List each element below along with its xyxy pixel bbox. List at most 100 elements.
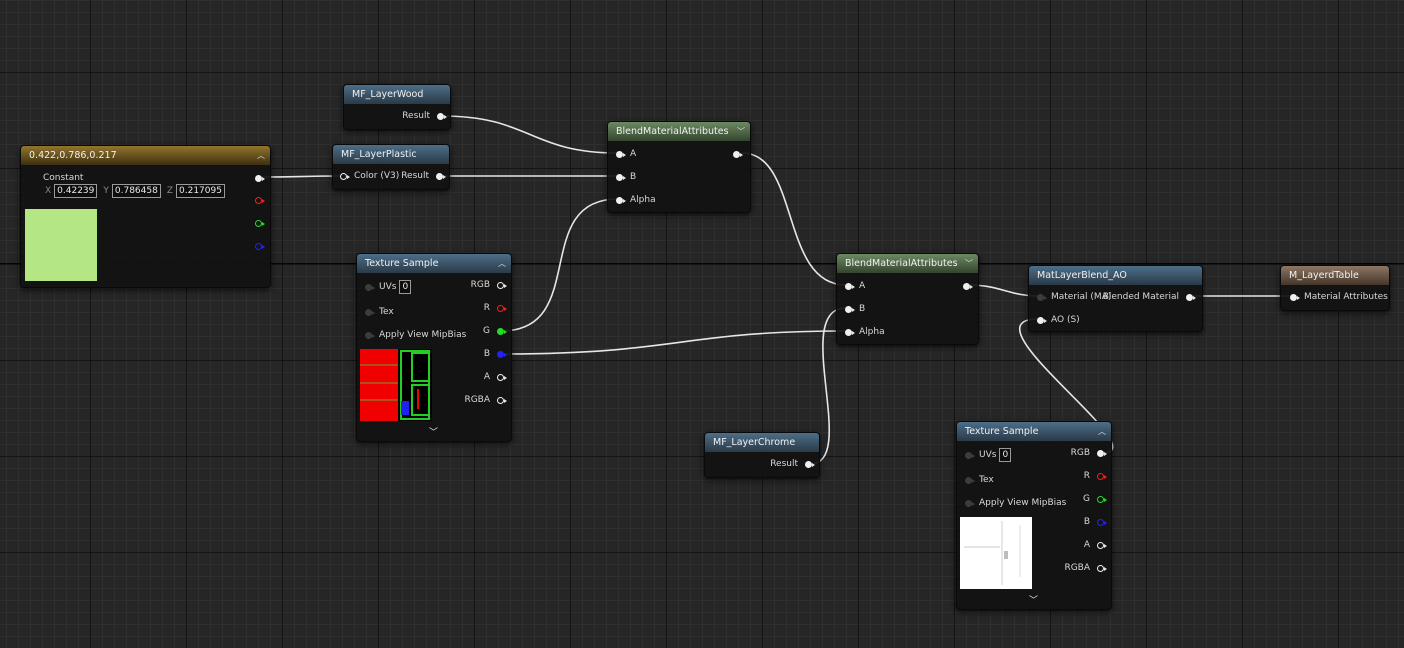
blend-material-attributes-node-2[interactable]: BlendMaterialAttributes ﹀ A B Alpha [836, 253, 979, 345]
texture-preview-1 [360, 349, 432, 421]
chevron-down-icon[interactable]: ﹀ [737, 127, 745, 136]
texture-sample-1-tex-pin[interactable]: Tex [365, 305, 394, 319]
color-v3-label: Color (V3) [354, 171, 400, 181]
texture-sample-1-a-pin[interactable]: A [483, 370, 507, 384]
texture-sample-2-tex-pin[interactable]: Tex [965, 473, 994, 487]
m-layerd-table-result-node[interactable]: M_LayerdTable Material Attributes [1280, 265, 1390, 311]
uvs-label: UVs [379, 282, 397, 292]
constant-output-g-pin[interactable] [248, 216, 265, 230]
blend-2-alpha-pin[interactable]: Alpha [845, 325, 885, 339]
texture-sample-2-rgba-pin[interactable]: RGBA [1064, 561, 1107, 575]
constant-output-r-pin[interactable] [248, 193, 265, 207]
wire-tex1-b-to-blend2-alpha[interactable] [500, 330, 847, 355]
uvs-value-field[interactable]: 0 [399, 280, 412, 294]
constant-vector-fields: X 0.42239 Y 0.786458 Z 0.217095 [45, 184, 225, 198]
g-label: G [1083, 494, 1090, 504]
texture-sample-2-mipbias-pin[interactable]: Apply View MipBias [965, 496, 1066, 510]
texture-sample-2-g-pin[interactable]: G [1083, 492, 1107, 506]
mf-layer-chrome-header[interactable]: MF_LayerChrome [705, 433, 819, 452]
texture-sample-1-title: Texture Sample [365, 258, 439, 269]
blend-2-output-pin[interactable] [956, 279, 973, 293]
mf-layer-plastic-color-pin[interactable]: Color (V3) [340, 169, 399, 183]
texture-sample-2-r-pin[interactable]: R [1083, 469, 1107, 483]
blend-2-a-pin[interactable]: A [845, 279, 865, 293]
texture-sample-1-rgb-pin[interactable]: RGB [471, 278, 507, 292]
a-label: A [630, 149, 637, 159]
blend-1-b-pin[interactable]: B [616, 170, 636, 184]
chevron-down-icon[interactable]: ﹀ [965, 259, 973, 268]
wire-wood-to-blend1-a[interactable] [441, 115, 619, 154]
result-label: Result [401, 171, 429, 181]
result-material-attributes-pin[interactable]: Material Attributes [1290, 290, 1388, 304]
texture-sample-1-header[interactable]: Texture Sample ︿ [357, 254, 511, 273]
matlayer-blend-ao-header[interactable]: MatLayerBlend_AO [1029, 266, 1202, 285]
texture-preview-2 [960, 517, 1032, 589]
texture-sample-1-g-pin[interactable]: G [483, 324, 507, 338]
constant-label: Constant [43, 173, 84, 183]
blend-material-attributes-node-1[interactable]: BlendMaterialAttributes ﹀ A B Alpha [607, 121, 751, 213]
mf-layer-wood-result-pin[interactable]: Result [402, 109, 447, 123]
chevron-up-icon[interactable]: ︿ [1098, 427, 1106, 436]
blend-2-b-pin[interactable]: B [845, 302, 865, 316]
blend-1-a-pin[interactable]: A [616, 147, 636, 161]
rgba-label: RGBA [1064, 563, 1090, 573]
uvs-value-field[interactable]: 0 [999, 448, 1012, 462]
mf-layer-chrome-result-pin[interactable]: Result [770, 457, 815, 471]
texture-sample-1-r-pin[interactable]: R [484, 301, 507, 315]
x-value-field[interactable]: 0.42239 [54, 184, 98, 198]
chevron-up-icon[interactable]: ︿ [498, 259, 506, 268]
constant-output-pin[interactable] [248, 171, 265, 185]
chevron-down-icon[interactable]: ﹀ [429, 428, 439, 438]
mf-layer-wood-header[interactable]: MF_LayerWood [344, 85, 450, 104]
material-ma-label: Material (MA) [1051, 292, 1112, 302]
r-label: R [1083, 471, 1090, 481]
mf-layer-plastic-header[interactable]: MF_LayerPlastic [333, 145, 449, 164]
blend-1-alpha-pin[interactable]: Alpha [616, 193, 656, 207]
blend-1-header[interactable]: BlendMaterialAttributes ﹀ [608, 122, 750, 141]
graph-origin-axis [0, 263, 1404, 264]
texture-sample-1-mipbias-pin[interactable]: Apply View MipBias [365, 328, 466, 342]
mf-layer-wood-node[interactable]: MF_LayerWood Result [343, 84, 451, 130]
constant-node-header[interactable]: 0.422,0.786,0.217 ︿ [21, 146, 270, 165]
constant-node[interactable]: 0.422,0.786,0.217 ︿ Constant X 0.42239 Y… [20, 145, 271, 288]
blend-1-title: BlendMaterialAttributes [616, 126, 729, 137]
result-node-header[interactable]: M_LayerdTable [1281, 266, 1389, 285]
b-label: B [859, 304, 866, 314]
y-value-field[interactable]: 0.786458 [111, 184, 161, 198]
texture-sample-2-rgb-pin[interactable]: RGB [1070, 446, 1107, 460]
texture-sample-1-rgba-pin[interactable]: RGBA [464, 393, 507, 407]
texture-sample-2-a-pin[interactable]: A [1084, 538, 1107, 552]
chevron-down-icon[interactable]: ﹀ [1029, 596, 1039, 606]
matlayer-ao-pin[interactable]: AO (S) [1037, 313, 1080, 327]
constant-output-b-pin[interactable] [248, 239, 265, 253]
mf-layer-plastic-result-pin[interactable]: Result [401, 169, 446, 183]
constant-color-swatch [25, 209, 97, 281]
blended-material-label: Blended Material [1102, 292, 1179, 302]
mf-layer-plastic-node[interactable]: MF_LayerPlastic Color (V3) Result [332, 144, 450, 190]
matlayer-blended-material-pin[interactable]: Blended Material [1102, 290, 1196, 304]
wire-blend1-to-blend2-a[interactable] [741, 152, 847, 286]
x-label: X [45, 186, 52, 196]
ao-s-label: AO (S) [1051, 315, 1080, 325]
matlayer-material-pin[interactable]: Material (MA) [1037, 290, 1111, 304]
rgb-label: RGB [1070, 448, 1090, 458]
constant-node-title: 0.422,0.786,0.217 [29, 150, 117, 161]
blend-1-output-pin[interactable] [726, 147, 743, 161]
tex-label: Tex [979, 475, 994, 485]
z-value-field[interactable]: 0.217095 [176, 184, 225, 198]
texture-sample-2-b-pin[interactable]: B [1084, 515, 1107, 529]
texture-sample-1-b-pin[interactable]: B [484, 347, 507, 361]
texture-sample-2-header[interactable]: Texture Sample ︿ [957, 422, 1111, 441]
chevron-up-icon[interactable]: ︿ [257, 151, 265, 160]
blend-2-title: BlendMaterialAttributes [845, 258, 958, 269]
wire-tex1-g-to-blend1-alpha[interactable] [500, 198, 619, 332]
blend-2-header[interactable]: BlendMaterialAttributes ﹀ [837, 254, 978, 273]
wire-constant-to-plastic[interactable] [261, 175, 343, 178]
matlayer-blend-ao-node[interactable]: MatLayerBlend_AO Material (MA) AO (S) Bl… [1028, 265, 1203, 332]
mf-layer-chrome-node[interactable]: MF_LayerChrome Result [704, 432, 820, 478]
a-label: A [483, 372, 490, 382]
